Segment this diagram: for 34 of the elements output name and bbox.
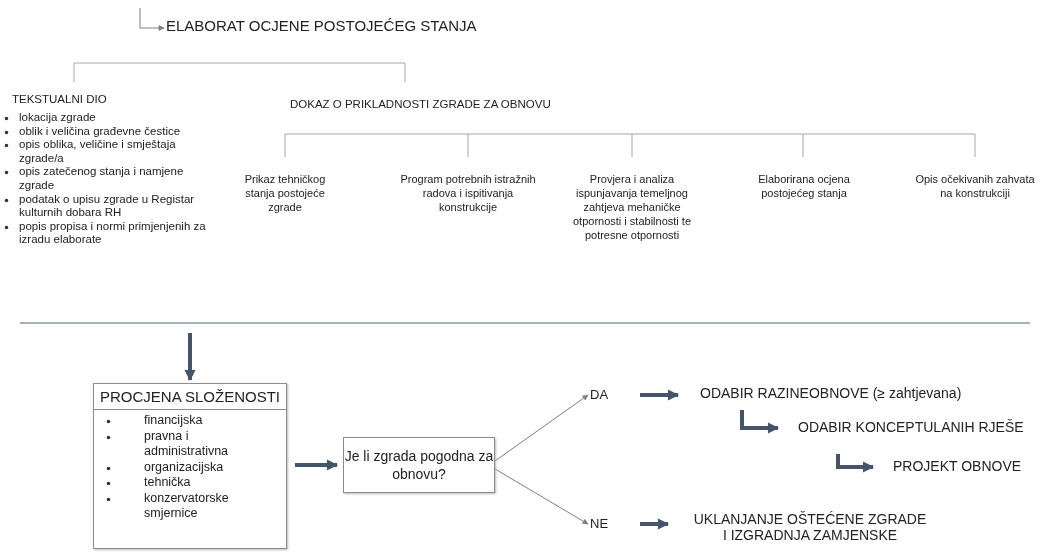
- step-text: ODABIR RAZINEOBNOVE (≥ zahtjevana): [700, 384, 963, 402]
- bullet-text: tehnička: [144, 475, 191, 489]
- item-text: Opis očekivanih zahvata na konstrukciji: [914, 172, 1036, 200]
- heading-text: ELABORAT OCJENE POSTOJEĆEG STANJA: [166, 17, 478, 35]
- arrow: [295, 459, 339, 471]
- decision-box: [343, 437, 495, 493]
- step-text: ODABIR KONCEPTULANIH RJEŠE: [798, 418, 1025, 436]
- item-text: Program potrebnih istražnih radova i ispitivanja konstrukcije: [400, 172, 536, 214]
- question-text: Je li zgrada pogodna za obnovu?: [344, 447, 494, 483]
- bullet-text: oblik i veličina građevne čestice: [19, 124, 181, 137]
- arrow: [184, 333, 196, 382]
- bullet-text: organizacijska: [144, 459, 224, 474]
- arrow: [740, 410, 780, 434]
- bullet-text: lokacija zgrade: [19, 111, 96, 123]
- bullet-text: financijska: [144, 413, 203, 427]
- arrow: [836, 454, 875, 473]
- process-box: [93, 383, 287, 549]
- section-heading: DOKAZ O PRIKLADNOSTI ZGRADE ZA OBNOVU: [290, 97, 552, 112]
- bullet-text: popis propisa i normi primjenjenih za izradu elaborate: [19, 219, 206, 246]
- heading-text: PROCJENA SLOŽENOSTI: [94, 384, 286, 410]
- arrow: [494, 394, 589, 462]
- step-text: UKLANJANJE OŠTEĆENE ZGRADE I IZGRADNJA ZAMJENSKE: [692, 511, 928, 543]
- branch-label: NE: [590, 515, 610, 533]
- arrow: [494, 468, 589, 525]
- heading-text: TEKSTUALNI DIO: [11, 93, 108, 105]
- item-text: Provjera i analiza ispunjavanja temeljnog zahtjeva mehaničke otpornosti i stabilnosti te potresne otpornosti: [572, 172, 692, 242]
- arrow: [640, 518, 670, 530]
- branch-label: DA: [590, 386, 610, 404]
- step-text: PROJEKT OBNOVE: [893, 457, 1023, 475]
- arrow: [139, 7, 165, 31]
- bullet-text: konzervatorske smjernice: [144, 490, 229, 520]
- item-text: Prikaz tehničkog stanja postojeće zgrade: [243, 172, 327, 214]
- item-text: Elaborirana ocjena postojećeg stanja: [757, 172, 851, 200]
- arrow: [640, 389, 680, 401]
